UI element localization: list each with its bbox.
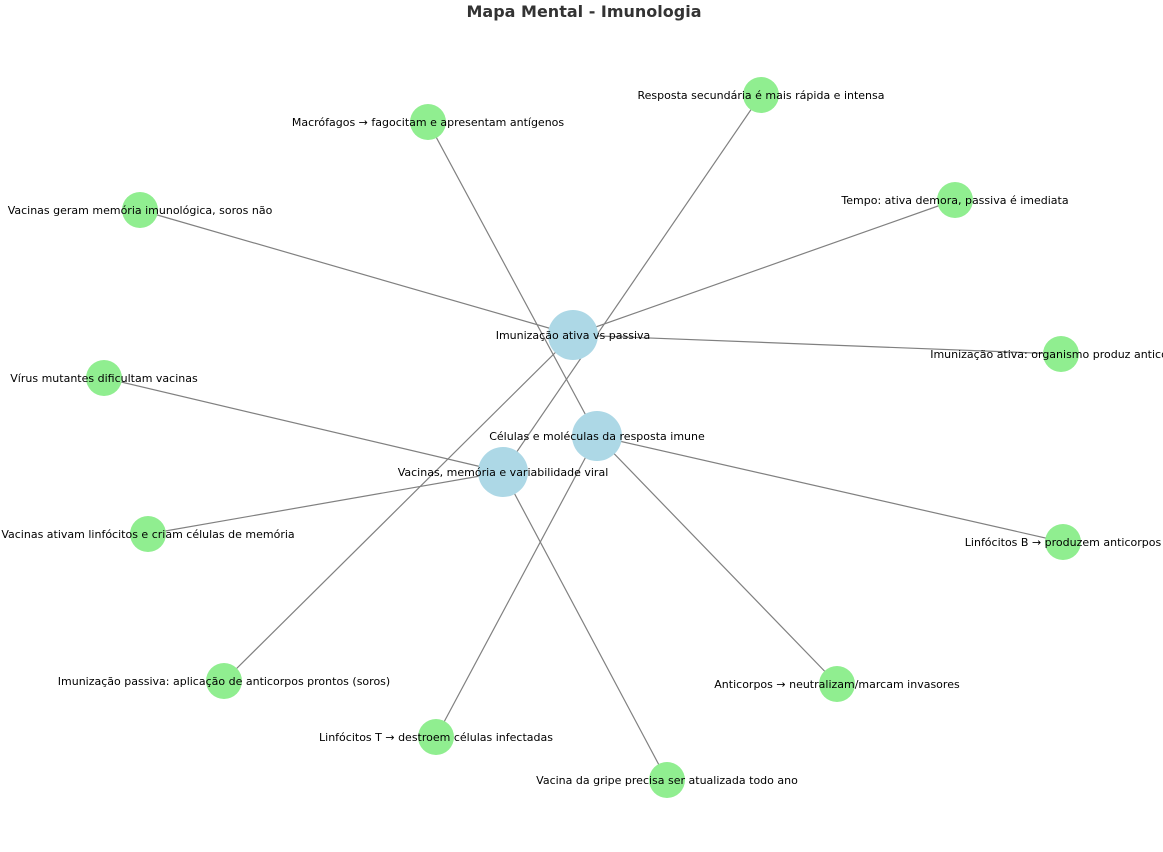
leaf-label-macrofagos-fagocitam-e-apresentam-antige: Macrófagos → fagocitam e apresentam antí… bbox=[292, 116, 565, 129]
leaf-node-linfocitos-b-produzem-anticorpos bbox=[1045, 524, 1081, 560]
leaf-node-vacinas-ativam-linfocitos-e-criam-celula bbox=[130, 516, 166, 552]
leaf-node-virus-mutantes-dificultam-vacinas bbox=[86, 360, 122, 396]
nodes-layer bbox=[86, 77, 1081, 798]
leaf-label-tempo-ativa-demora-passiva-e-imediata: Tempo: ativa demora, passiva é imediata bbox=[840, 194, 1068, 207]
leaf-node-tempo-ativa-demora-passiva-e-imediata bbox=[937, 182, 973, 218]
edge-h3-l12 bbox=[502, 471, 668, 781]
leaf-label-anticorpos-neutralizam-marcam-invasores: Anticorpos → neutralizam/marcam invasore… bbox=[714, 678, 960, 691]
leaf-node-vacina-da-gripe-precisa-ser-atualizada-t bbox=[649, 762, 685, 798]
edge-h2-l7 bbox=[596, 435, 1064, 543]
edge-h1-l5 bbox=[572, 334, 1062, 355]
leaf-label-linfocitos-t-destroem-celulas-infectadas: Linfócitos T → destroem células infectad… bbox=[319, 731, 553, 744]
leaf-node-imunizacao-ativa-organismo-produz-antico bbox=[1043, 336, 1079, 372]
leaf-label-vacinas-geram-memoria-imunologica-soros-: Vacinas geram memória imunológica, soros… bbox=[8, 204, 273, 217]
edge-h1-l9 bbox=[223, 334, 574, 682]
edge-h2-l2 bbox=[427, 121, 598, 437]
labels-layer: Resposta secundária é mais rápida e inte… bbox=[1, 89, 1163, 787]
leaf-label-imunizacao-passiva-aplicacao-de-anticorp: Imunização passiva: aplicação de anticor… bbox=[58, 675, 390, 688]
leaf-label-resposta-secundaria-e-mais-rapida-e-inte: Resposta secundária é mais rápida e inte… bbox=[637, 89, 884, 102]
map-title: Mapa Mental - Imunologia bbox=[466, 2, 701, 21]
leaf-node-imunizacao-passiva-aplicacao-de-anticorp bbox=[206, 663, 242, 699]
edges-layer bbox=[103, 94, 1064, 781]
edge-h3-l6 bbox=[103, 377, 504, 473]
leaf-node-anticorpos-neutralizam-marcam-invasores bbox=[819, 666, 855, 702]
hub-node-vacinas-memoria-e-variabilidade-viral bbox=[478, 447, 528, 497]
leaf-node-linfocitos-t-destroem-celulas-infectadas bbox=[418, 719, 454, 755]
hub-label-imunizacao-ativa-vs-passiva: Imunização ativa vs passiva bbox=[496, 329, 651, 342]
edge-h1-l4 bbox=[139, 209, 574, 336]
leaf-label-linfocitos-b-produzem-anticorpos: Linfócitos B → produzem anticorpos bbox=[965, 536, 1162, 549]
edge-h2-l10 bbox=[596, 435, 838, 685]
edge-h3-l8 bbox=[147, 471, 504, 535]
leaf-label-vacina-da-gripe-precisa-ser-atualizada-t: Vacina da gripe precisa ser atualizada t… bbox=[536, 774, 798, 787]
hub-label-vacinas-memoria-e-variabilidade-viral: Vacinas, memória e variabilidade viral bbox=[398, 466, 609, 479]
edge-h1-l3 bbox=[572, 199, 956, 336]
hub-node-imunizacao-ativa-vs-passiva bbox=[548, 310, 598, 360]
leaf-label-vacinas-ativam-linfocitos-e-criam-celula: Vacinas ativam linfócitos e criam célula… bbox=[1, 528, 294, 541]
hub-label-celulas-e-moleculas-da-resposta-imune: Células e moléculas da resposta imune bbox=[489, 430, 705, 443]
leaf-label-virus-mutantes-dificultam-vacinas: Vírus mutantes dificultam vacinas bbox=[10, 372, 198, 385]
leaf-node-vacinas-geram-memoria-imunologica-soros- bbox=[122, 192, 158, 228]
hub-node-celulas-e-moleculas-da-resposta-imune bbox=[572, 411, 622, 461]
leaf-label-imunizacao-ativa-organismo-produz-antico: Imunização ativa: organismo produz antic… bbox=[930, 348, 1163, 361]
edge-h3-l1 bbox=[502, 94, 762, 473]
leaf-node-resposta-secundaria-e-mais-rapida-e-inte bbox=[743, 77, 779, 113]
leaf-node-macrofagos-fagocitam-e-apresentam-antige bbox=[410, 104, 446, 140]
edge-h2-l11 bbox=[435, 435, 598, 738]
